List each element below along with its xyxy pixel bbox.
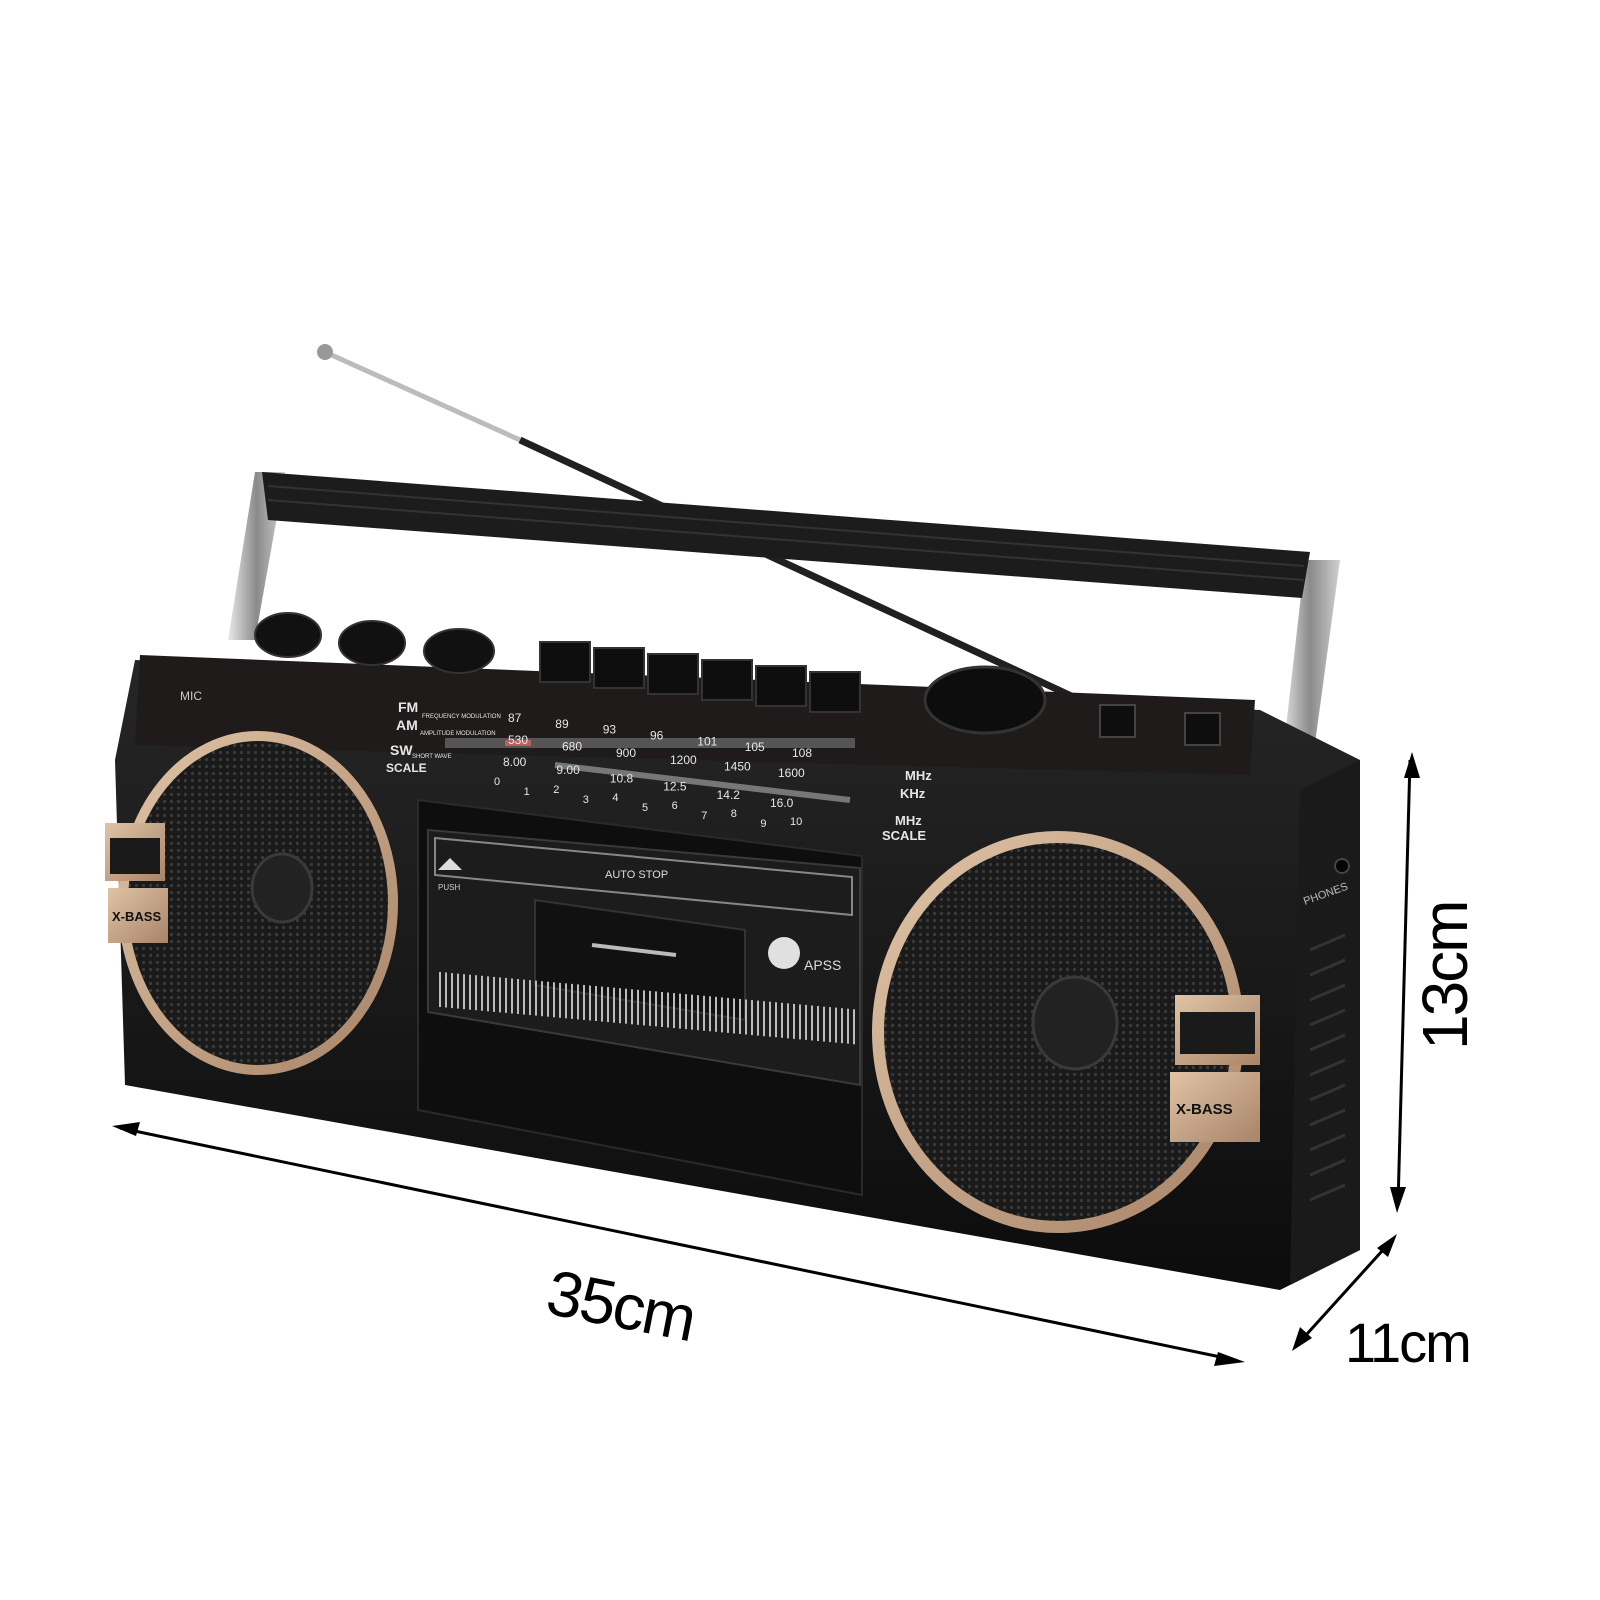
am-scale-tick: 530 bbox=[508, 733, 528, 747]
band-am-desc: AMPLITUDE MODULATION bbox=[420, 731, 496, 737]
sw-scale-tick: 10.8 bbox=[610, 771, 634, 785]
mic-label: MIC bbox=[180, 689, 202, 703]
fm-scale-tick: 105 bbox=[745, 740, 765, 754]
apss-label: APSS bbox=[804, 957, 841, 973]
unit-khz: KHz bbox=[900, 786, 926, 801]
unit-mhz: MHz bbox=[905, 768, 932, 783]
push-label: PUSH bbox=[438, 883, 460, 892]
unit-mhz-2: MHz bbox=[895, 813, 922, 828]
num-scale-tick: 7 bbox=[701, 810, 707, 822]
am-scale-tick: 680 bbox=[562, 740, 582, 754]
num-scale-tick: 5 bbox=[642, 802, 648, 814]
sw-scale-tick: 12.5 bbox=[663, 780, 687, 794]
am-scale: 530 680 900 1200 1450 1600 bbox=[508, 733, 805, 780]
top-knobs bbox=[254, 612, 1047, 735]
fm-scale-tick: 93 bbox=[603, 723, 617, 737]
am-scale-tick: 900 bbox=[616, 746, 636, 760]
cassette-deck: PUSH AUTO STOP APSS bbox=[417, 798, 863, 1197]
fm-scale-tick: 89 bbox=[555, 717, 569, 731]
phones-jack bbox=[1334, 858, 1350, 874]
right-xbass-badge: X-BASS bbox=[1170, 995, 1260, 1142]
am-scale-tick: 1450 bbox=[724, 759, 751, 773]
right-speaker bbox=[872, 831, 1244, 1233]
band-sw: SW bbox=[390, 742, 413, 758]
carry-handle bbox=[228, 472, 1340, 780]
transport-keys bbox=[539, 641, 861, 713]
xbass-right-label: X-BASS bbox=[1176, 1101, 1233, 1118]
left-xbass-badge: X-BASS bbox=[105, 823, 168, 943]
am-scale-tick: 1600 bbox=[778, 766, 805, 780]
num-scale-tick: 4 bbox=[612, 792, 618, 804]
sw-scale-tick: 9.00 bbox=[556, 763, 580, 777]
am-scale-tick: 1200 bbox=[670, 753, 697, 767]
slide-switches bbox=[1099, 704, 1221, 746]
unit-scale: SCALE bbox=[882, 828, 926, 843]
num-scale-tick: 10 bbox=[790, 816, 802, 828]
knob-2 bbox=[338, 620, 406, 666]
num-scale-tick: 3 bbox=[583, 794, 589, 806]
band-sw-desc: SHORT WAVE bbox=[412, 754, 451, 760]
knob-1 bbox=[254, 612, 322, 658]
autostop-label: AUTO STOP bbox=[605, 869, 668, 881]
right-tweeter bbox=[1031, 975, 1119, 1071]
num-scale-tick: 9 bbox=[760, 818, 766, 830]
scale-label: SCALE bbox=[386, 761, 427, 775]
knob-3 bbox=[423, 628, 495, 674]
band-am: AM bbox=[396, 717, 418, 733]
cassette-stripes bbox=[439, 972, 855, 1045]
fm-scale-tick: 101 bbox=[697, 734, 717, 748]
depth-dimension-label: 11cm bbox=[1345, 1311, 1472, 1374]
num-scale-tick: 0 bbox=[494, 776, 500, 788]
sw-scale-tick: 16.0 bbox=[770, 796, 794, 810]
num-scale-tick: 8 bbox=[731, 808, 737, 820]
fm-scale-tick: 87 bbox=[508, 711, 522, 725]
num-scale-tick: 2 bbox=[553, 784, 559, 796]
left-speaker bbox=[118, 731, 398, 1075]
num-scale-tick: 6 bbox=[672, 800, 678, 812]
fm-scale: 87 89 93 96 101 105 108 bbox=[508, 711, 812, 760]
fm-scale-tick: 108 bbox=[792, 746, 812, 760]
band-fm-desc: FREQUENCY MODULATION bbox=[422, 714, 501, 720]
fm-scale-tick: 96 bbox=[650, 729, 664, 743]
left-tweeter bbox=[250, 852, 314, 924]
apss-icon bbox=[768, 937, 800, 969]
number-scale: 0 1 2 3 4 5 6 7 8 9 10 bbox=[494, 776, 802, 830]
num-scale-tick: 1 bbox=[524, 786, 530, 798]
tuning-knob bbox=[923, 665, 1047, 735]
side-vents bbox=[1309, 933, 1346, 1202]
dimension-arrows bbox=[112, 752, 1420, 1366]
antenna bbox=[317, 344, 1082, 704]
sw-scale-tick: 8.00 bbox=[503, 755, 527, 769]
height-dimension-label: 13cm bbox=[1409, 901, 1481, 1051]
tuning-dial: FM FREQUENCY MODULATION AM AMPLITUDE MOD… bbox=[386, 699, 932, 843]
band-fm: FM bbox=[398, 699, 418, 715]
sw-scale: 8.00 9.00 10.8 12.5 14.2 16.0 bbox=[503, 755, 794, 810]
sw-scale-tick: 14.2 bbox=[717, 788, 741, 802]
xbass-left-label: X-BASS bbox=[112, 909, 161, 924]
